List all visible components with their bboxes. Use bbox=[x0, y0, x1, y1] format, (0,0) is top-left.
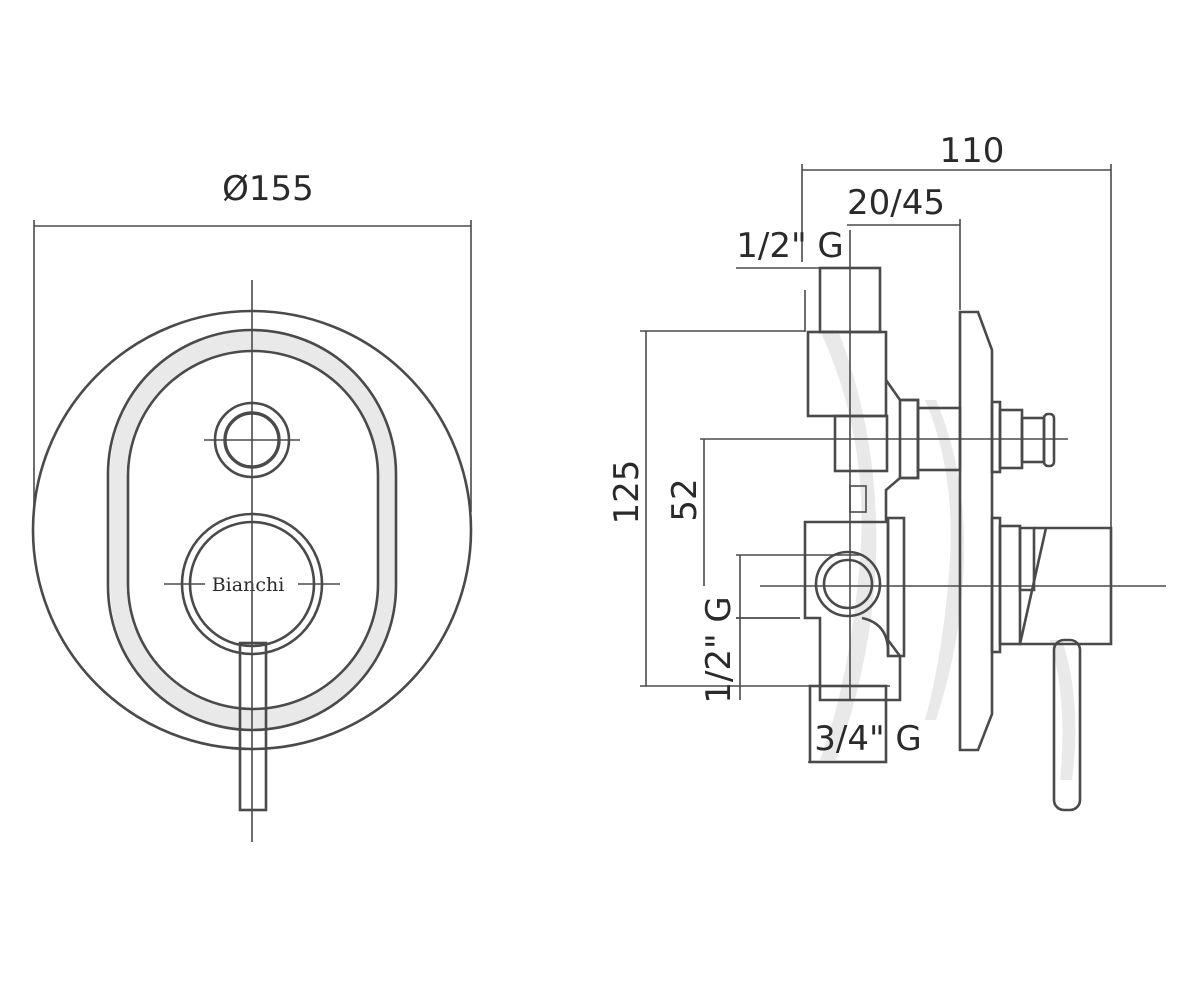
depth-label: 110 bbox=[940, 131, 1005, 171]
side-inlet-label: 1/2" G bbox=[699, 596, 739, 704]
side-view: 110 20/45 1/2" G 125 52 bbox=[607, 131, 1166, 812]
lower-valve-body bbox=[736, 516, 906, 702]
diameter-label: Ø155 bbox=[222, 169, 314, 209]
center-distance-label: 52 bbox=[665, 478, 705, 521]
top-inlet-label: 1/2" G bbox=[736, 226, 844, 266]
lever bbox=[238, 641, 268, 812]
brand-label: Bianchi bbox=[212, 574, 285, 596]
diameter-dimension: Ø155 bbox=[33, 169, 472, 512]
side-lever bbox=[1052, 638, 1082, 812]
bottom-outlet-label: 3/4" G bbox=[814, 719, 922, 759]
bottom-outlet-pipe: 3/4" G bbox=[808, 684, 922, 764]
adjust-label: 20/45 bbox=[847, 183, 945, 223]
top-inlet-dimension: 1/2" G bbox=[736, 226, 880, 269]
handle-collar bbox=[990, 516, 1113, 654]
center-distance-dimension: 52 bbox=[665, 438, 1068, 586]
height-label: 125 bbox=[607, 460, 647, 525]
front-view: Ø155 Bianchi bbox=[31, 169, 473, 842]
side-inlet-dimension: 1/2" G bbox=[699, 555, 800, 704]
depth-dimension: 110 bbox=[801, 131, 1112, 528]
wall-plate bbox=[958, 310, 994, 752]
diverter-stem bbox=[990, 400, 1056, 474]
adjust-dimension: 20/45 bbox=[847, 183, 961, 310]
